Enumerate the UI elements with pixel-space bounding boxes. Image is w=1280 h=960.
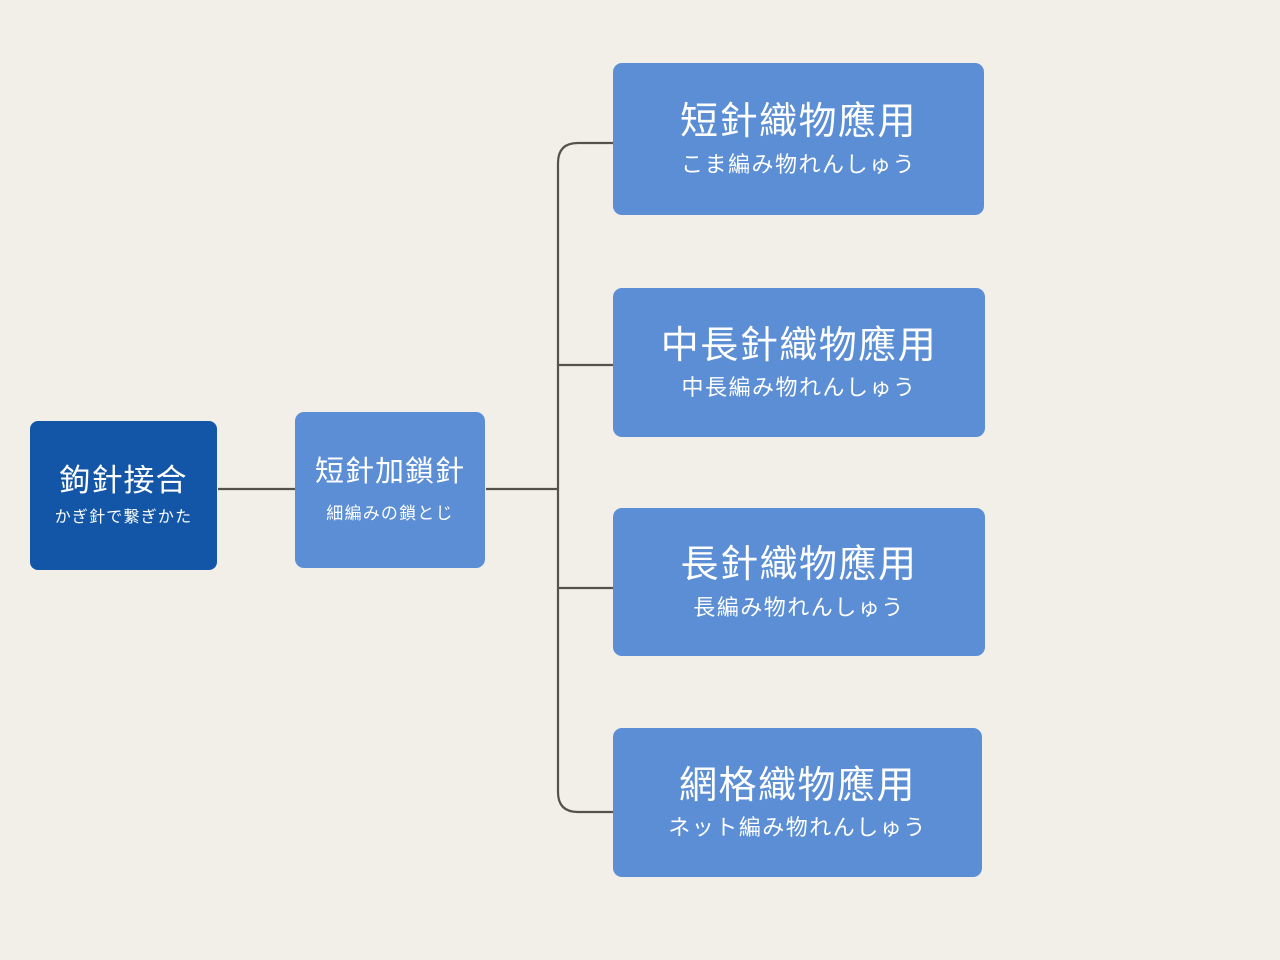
node-leaf-long-stitch[interactable]: 長針織物應用 長編み物れんしゅう xyxy=(613,508,985,656)
node-level2-subtitle: 細編みの鎖とじ xyxy=(326,504,454,524)
node-leaf-title: 中長針織物應用 xyxy=(660,324,938,367)
node-leaf-subtitle: 長編み物れんしゅう xyxy=(693,594,905,620)
node-leaf-short-stitch[interactable]: 短針織物應用 こま編み物れんしゅう xyxy=(613,63,984,215)
node-leaf-net-stitch[interactable]: 網格織物應用 ネット編み物れんしゅう xyxy=(613,728,982,877)
edge-trunk xyxy=(556,141,613,814)
node-leaf-title: 長針織物應用 xyxy=(680,544,918,587)
node-root[interactable]: 鉤針接合 かぎ針で繋ぎかた xyxy=(30,421,217,570)
node-level2[interactable]: 短針加鎖針 細編みの鎖とじ xyxy=(295,412,485,568)
node-leaf-subtitle: 中長編み物れんしゅう xyxy=(681,375,917,401)
node-root-title: 鉤針接合 xyxy=(59,462,188,498)
node-leaf-half-double-stitch[interactable]: 中長針織物應用 中長編み物れんしゅう xyxy=(613,288,985,437)
node-leaf-subtitle: ネット編み物れんしゅう xyxy=(668,815,927,841)
node-root-subtitle: かぎ針で繋ぎかた xyxy=(54,508,193,526)
node-level2-title: 短針加鎖針 xyxy=(314,455,465,488)
node-leaf-title: 短針織物應用 xyxy=(679,101,917,144)
node-leaf-title: 網格織物應用 xyxy=(678,764,916,807)
node-leaf-subtitle: こま編み物れんしゅう xyxy=(680,151,916,177)
